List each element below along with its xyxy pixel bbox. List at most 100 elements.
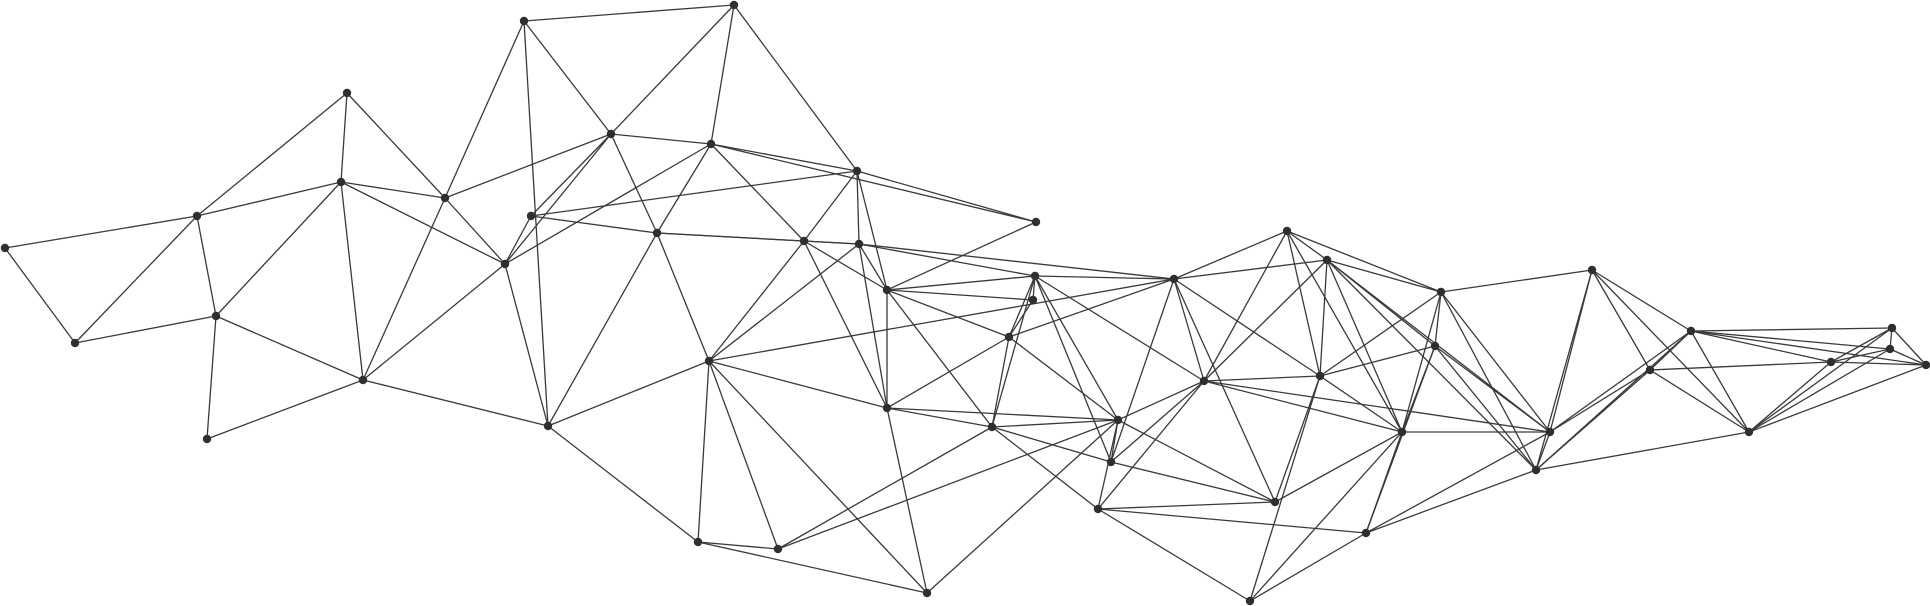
node-am: [1436, 287, 1446, 297]
edge-x-ae: [886, 407, 1119, 421]
edge-o-p: [656, 143, 712, 234]
edge-w-aa: [886, 275, 1036, 291]
edge-am-ar: [1440, 291, 1551, 433]
edge-aw-ax: [1830, 327, 1893, 363]
edge-aj-ak: [1319, 259, 1328, 377]
edge-at-az: [1690, 330, 1927, 366]
edge-w-bb: [886, 289, 1010, 338]
edge-layer: [4, 4, 1927, 602]
edge-m-o: [710, 4, 735, 145]
node-aa: [1030, 271, 1040, 281]
edge-s-ab: [777, 426, 993, 550]
edge-j-i: [444, 20, 525, 199]
edge-aw-az: [1830, 361, 1927, 366]
node-h: [358, 375, 368, 385]
node-ai: [1282, 226, 1292, 236]
edge-ax-az: [1891, 327, 1927, 366]
edge-u-ba: [530, 170, 858, 217]
edge-t-x: [803, 240, 888, 409]
edge-ak-ao: [1319, 375, 1403, 433]
edge-af-ah: [1173, 278, 1276, 503]
edge-an-ar: [1434, 345, 1551, 433]
edge-ai-am: [1286, 230, 1442, 293]
edge-v-aa: [858, 243, 1036, 277]
edge-av-ay: [1748, 348, 1891, 433]
edge-aa-ab: [991, 275, 1036, 428]
edge-q-af: [708, 278, 1175, 362]
node-p: [652, 228, 662, 238]
edge-o-z: [710, 143, 1037, 223]
edge-q-s: [708, 360, 779, 550]
edge-f-j: [346, 92, 446, 199]
edge-ab-ac: [991, 426, 1099, 510]
edge-r-s: [697, 541, 779, 550]
edge-at-av: [1690, 330, 1750, 433]
edge-ar-as: [1535, 431, 1551, 471]
edge-j-n: [444, 133, 612, 199]
edge-au-aw: [1649, 361, 1832, 371]
edge-r-y: [697, 541, 928, 594]
edge-t-q: [708, 240, 805, 362]
edge-u-w: [856, 170, 888, 291]
edge-ad-ag: [1110, 380, 1205, 463]
node-af: [1169, 274, 1179, 284]
edge-c-d: [196, 215, 217, 317]
edge-aa-ad: [1034, 275, 1112, 463]
edge-t-v: [803, 240, 860, 245]
edge-ak-an: [1319, 345, 1436, 377]
node-s: [773, 544, 783, 554]
edge-k-o: [504, 143, 712, 265]
edge-ac-ag: [1097, 380, 1205, 510]
node-al: [1245, 596, 1255, 606]
edge-d-h: [215, 315, 364, 381]
edge-ba-p: [530, 215, 658, 234]
node-aj: [1322, 255, 1332, 265]
edge-aq-at: [1591, 269, 1692, 332]
edge-x-ab: [886, 407, 993, 428]
edge-aa-ag: [1034, 275, 1205, 382]
node-l: [543, 421, 553, 431]
node-n: [606, 129, 616, 139]
node-av: [1744, 427, 1754, 437]
edge-aa-bb: [1008, 275, 1036, 338]
edge-au-av: [1649, 369, 1750, 433]
edge-d-g: [215, 181, 342, 317]
node-ao: [1397, 427, 1407, 437]
edge-a-b: [4, 247, 76, 344]
edge-al-ak: [1249, 375, 1321, 602]
node-v: [854, 239, 864, 249]
node-aw: [1826, 357, 1836, 367]
edge-i-n: [523, 20, 612, 135]
edge-an-ap: [1365, 345, 1436, 534]
edge-am-as: [1440, 291, 1537, 471]
node-ar: [1545, 427, 1555, 437]
edge-af-aj: [1173, 259, 1328, 280]
node-m: [729, 0, 739, 10]
edge-m-u: [733, 4, 858, 172]
edge-ag-ak: [1203, 375, 1321, 382]
node-bb: [1004, 332, 1014, 342]
edge-l-k: [504, 263, 549, 427]
node-ad: [1106, 457, 1116, 467]
edge-ag-ai: [1203, 230, 1288, 382]
node-i: [519, 16, 529, 26]
edge-ab-ae: [991, 419, 1119, 428]
edge-as-av: [1535, 431, 1750, 471]
node-k: [500, 259, 510, 269]
edge-h-l: [362, 379, 549, 427]
edge-ar-at: [1549, 330, 1692, 433]
node-an: [1430, 341, 1440, 351]
edge-ai-aj: [1286, 230, 1328, 261]
edge-n-ba: [530, 133, 612, 217]
edge-av-ax: [1748, 327, 1893, 433]
edge-ar-au: [1549, 369, 1651, 433]
edge-m-n: [610, 4, 735, 135]
edge-v-w: [858, 243, 888, 291]
edge-aj-as: [1326, 259, 1537, 471]
edge-t-w: [803, 240, 888, 291]
edge-t-u: [803, 170, 858, 242]
edge-ae-ag: [1117, 380, 1205, 421]
node-ah: [1270, 497, 1280, 507]
edge-c-f: [196, 92, 348, 217]
node-ag: [1199, 376, 1209, 386]
